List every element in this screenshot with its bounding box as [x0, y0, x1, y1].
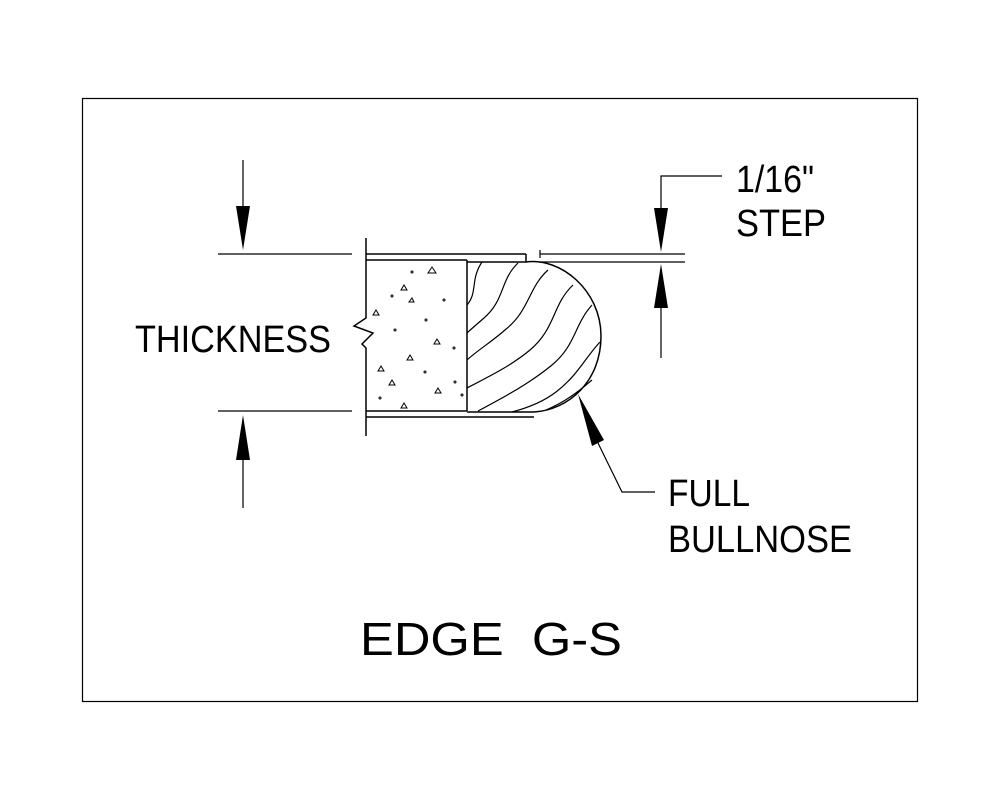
arrow-up-icon: [236, 415, 250, 460]
drawing-border: [81, 97, 919, 703]
arrow-down-icon: [236, 206, 250, 250]
substrate-block: [352, 238, 468, 436]
bullnose-arrow-icon: [578, 394, 604, 446]
bullnose-line1-label: FULL: [668, 473, 750, 515]
drawing-title: EDGE G-S: [360, 613, 622, 665]
wood-grain-hatch: [466, 261, 601, 413]
bullnose-profile: [467, 260, 602, 413]
step-arrow-up-icon: [654, 264, 668, 308]
countertop-section: [366, 253, 602, 418]
step-leader: [660, 175, 722, 208]
bullnose-leader: [596, 440, 655, 493]
bullnose-line2-label: BULLNOSE: [668, 519, 852, 561]
thickness-label: THICKNESS: [135, 319, 331, 361]
thickness-dimension: THICKNESS: [135, 160, 352, 508]
step-size-label: 1/16": [736, 159, 814, 201]
step-arrow-down-icon: [654, 208, 668, 252]
concrete-hatch: [372, 266, 464, 409]
bullnose-callout: FULL BULLNOSE: [578, 394, 852, 561]
step-word-label: STEP: [736, 203, 826, 245]
break-line: [352, 238, 375, 436]
step-dimension: 1/16" STEP: [539, 159, 826, 358]
